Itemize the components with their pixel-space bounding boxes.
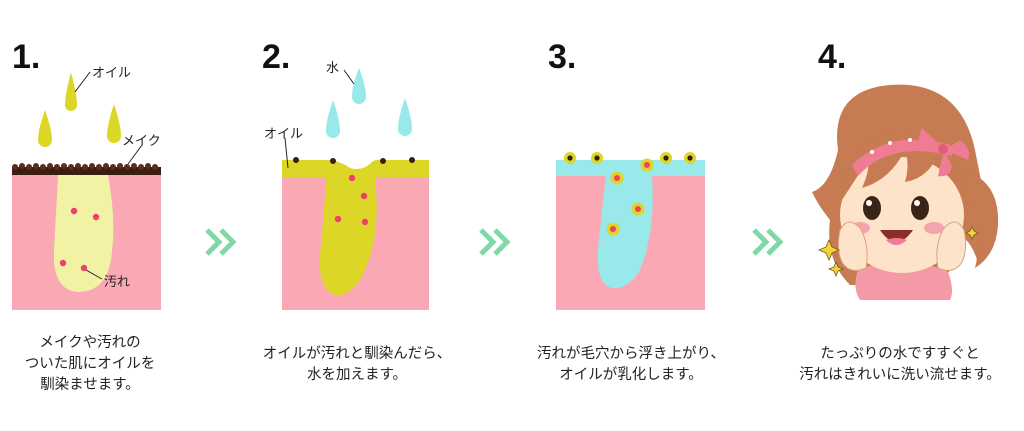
label-makeup: メイク [122,134,161,149]
girl-illustration [812,84,999,300]
makeup-layer [12,163,161,175]
water-drops [326,68,412,138]
step-2-caption: オイルが汚れと馴染んだら、 水を加えます。 [262,346,452,383]
step-4-caption: たっぷりの水ですすぐと 汚れはきれいに洗い流せます。 [799,346,1001,383]
label-oil: オイル [92,66,132,81]
oil-layer [282,159,429,296]
step-4-number: 4. [818,38,847,76]
water-layer [556,160,705,289]
step-2-illustration [282,68,429,310]
oil-drops [38,72,121,147]
step-3-caption: 汚れが毛穴から浮き上がり、 オイルが乳化します。 [537,346,725,383]
double-chevron-right-icon [205,228,237,256]
pore-oil-light [53,175,114,292]
label-water: 水 [326,61,340,76]
step-2-number: 2. [262,38,291,76]
double-chevron-right-icon [752,228,784,256]
step-1-caption: メイクや汚れの ついた肌にオイルを 馴染ませます。 [24,335,156,393]
double-chevron-right-icon [479,228,511,256]
label-oil-step2: オイル [264,127,304,142]
step-1-number: 1. [12,38,41,76]
step-3-number: 3. [548,38,577,76]
label-dirt: 汚れ [104,275,131,290]
step-3-illustration [556,152,705,310]
step-1-illustration [12,71,161,310]
emulsified-particles [564,152,696,236]
dirt-dots [59,207,100,272]
